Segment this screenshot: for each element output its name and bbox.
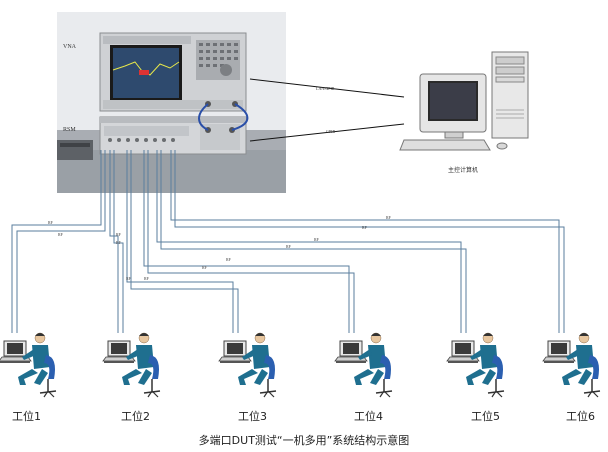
station-label-5: 工位5 xyxy=(471,408,500,424)
rf-label: RF xyxy=(286,244,292,249)
worker-station-2 xyxy=(103,333,160,397)
station-label-4: 工位4 xyxy=(354,408,383,424)
rf-label: RF xyxy=(58,232,64,237)
rf-label: RF xyxy=(314,237,320,242)
gpib-label: GPIB xyxy=(326,129,335,134)
rf-label: RF xyxy=(116,240,122,245)
rf-label: RF xyxy=(144,276,150,281)
host-computer xyxy=(400,52,528,150)
station-label-1: 工位1 xyxy=(12,408,41,424)
station-label-6: 工位6 xyxy=(566,408,595,424)
rf-label: RF xyxy=(126,276,132,281)
worker-station-1 xyxy=(0,333,56,397)
rf-label: RF xyxy=(386,215,392,220)
diagram-caption: 多端口DUT测试“一机多用”系统结构示意图 xyxy=(0,432,608,448)
rsm-label: RSM xyxy=(63,127,76,133)
station-label-2: 工位2 xyxy=(121,408,150,424)
vna-instrument xyxy=(100,33,246,111)
lan-gpib-label: LAN/GPIB xyxy=(316,86,335,91)
rf-label: RF xyxy=(48,220,54,225)
worker-station-4 xyxy=(335,333,392,397)
vna-label: VNA xyxy=(63,44,77,50)
rf-label: RF xyxy=(362,225,368,230)
worker-stations xyxy=(0,333,600,397)
worker-station-3 xyxy=(219,333,276,397)
rf-label: RF xyxy=(116,232,122,237)
worker-station-5 xyxy=(447,333,504,397)
worker-station-6 xyxy=(543,333,600,397)
host-pc-label: 主控计算机 xyxy=(448,166,478,174)
station-label-3: 工位3 xyxy=(238,408,267,424)
rf-label: RF xyxy=(226,257,232,262)
rsm-instrument xyxy=(100,117,246,154)
rf-label: RF xyxy=(202,265,208,270)
